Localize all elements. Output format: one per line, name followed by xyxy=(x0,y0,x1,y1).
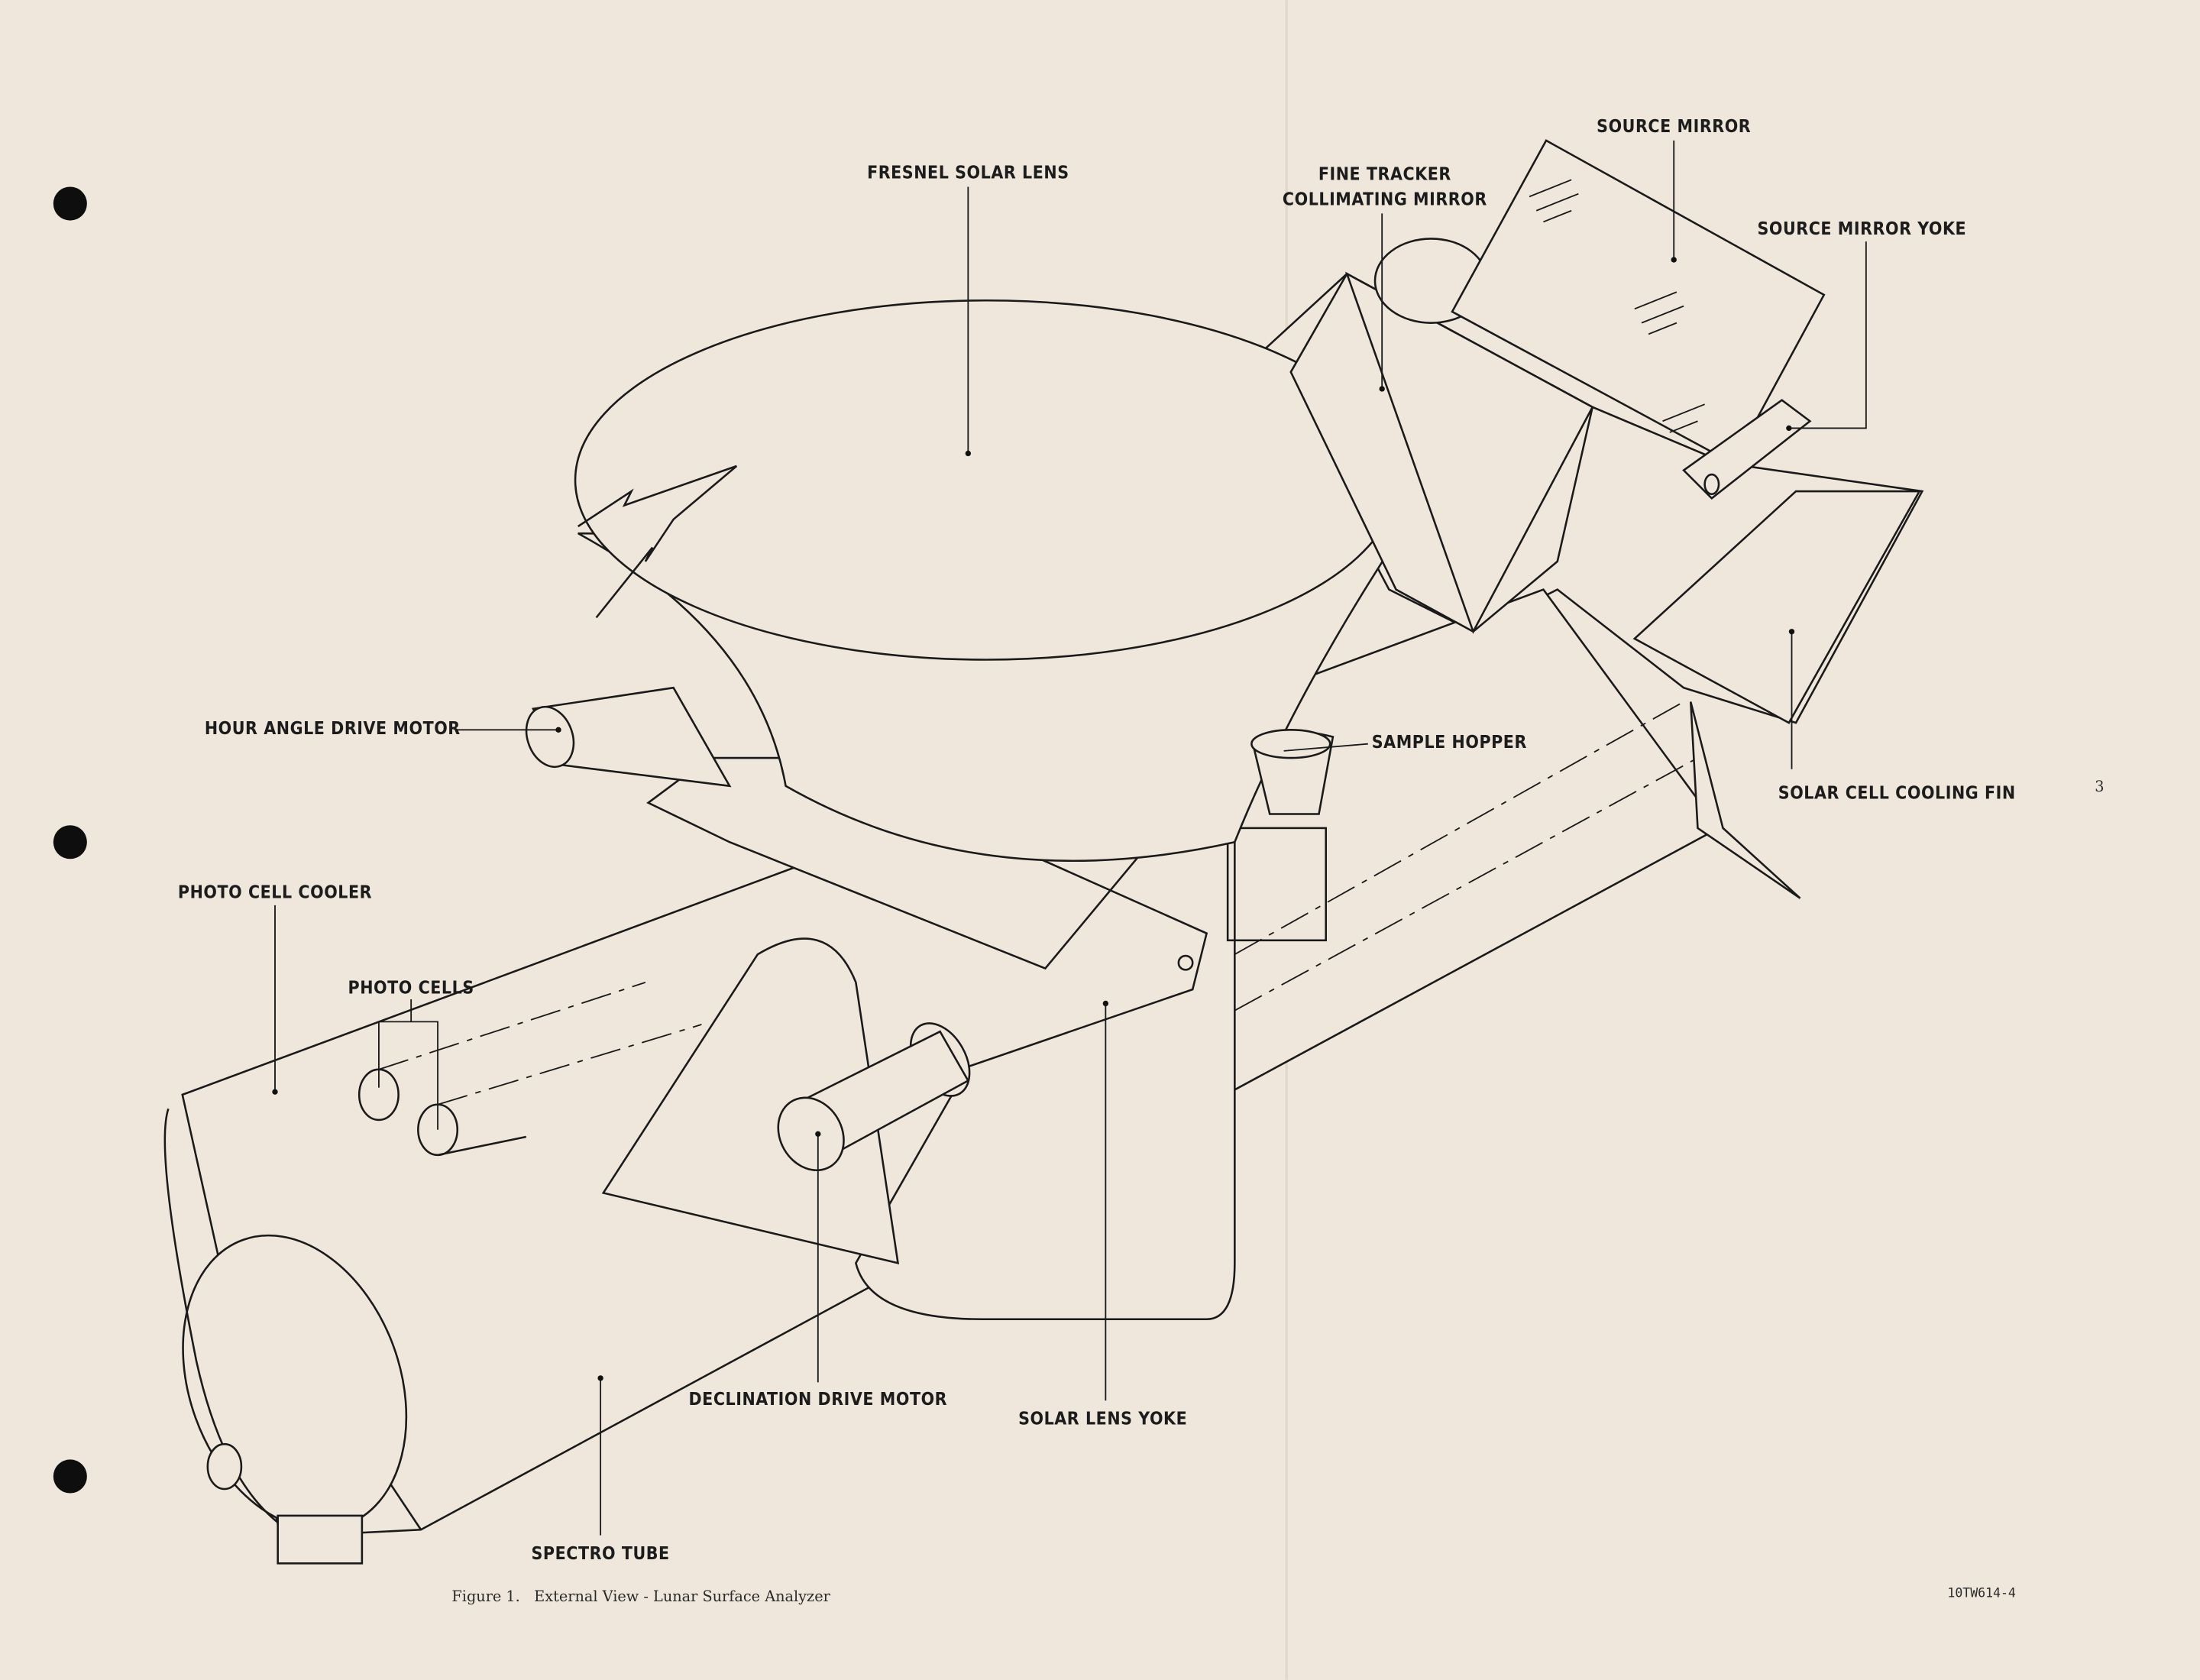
label-fresnel-solar-lens: FRESNEL SOLAR LENS xyxy=(867,163,1069,183)
label-solar-cell-cooling-fin: SOLAR CELL COOLING FIN xyxy=(1778,783,2016,803)
solar-lens-yoke xyxy=(646,756,1236,1321)
label-photo-cells: PHOTO CELLS xyxy=(348,979,474,999)
drawing-code: 10TW614-4 xyxy=(1947,1585,2016,1600)
label-solar-lens-yoke: SOLAR LENS YOKE xyxy=(1018,1410,1187,1429)
leader-lines xyxy=(274,140,1867,1536)
label-fine-tracker: FINE TRACKER xyxy=(1318,164,1451,184)
label-sample-hopper: SAMPLE HOPPER xyxy=(1372,733,1527,753)
label-declination-drive-motor: DECLINATION DRIVE MOTOR xyxy=(689,1390,948,1410)
label-source-mirror: SOURCE MIRROR xyxy=(1597,117,1751,137)
solar-cell-cooling-fin xyxy=(1632,490,1921,724)
binder-hole xyxy=(53,186,87,221)
binder-hole xyxy=(53,1459,87,1494)
declination-drive-motor xyxy=(777,1096,845,1172)
label-source-mirror-yoke: SOURCE MIRROR YOKE xyxy=(1757,219,1966,239)
label-hour-angle-drive-motor: HOUR ANGLE DRIVE MOTOR xyxy=(205,719,461,739)
figure-caption: Figure 1. External View - Lunar Surface … xyxy=(451,1588,830,1605)
lunar-surface-analyzer-drawing xyxy=(163,139,1924,1565)
label-collimating-mirror: COLLIMATING MIRROR xyxy=(1283,189,1487,209)
page-number: 3 xyxy=(2095,778,2104,795)
source-mirror-yoke xyxy=(1682,399,1812,500)
binder-hole xyxy=(53,825,87,859)
declination-housing xyxy=(601,937,900,1264)
label-photo-cell-cooler: PHOTO CELL COOLER xyxy=(178,883,372,903)
label-spectro-tube: SPECTRO TUBE xyxy=(532,1544,670,1564)
